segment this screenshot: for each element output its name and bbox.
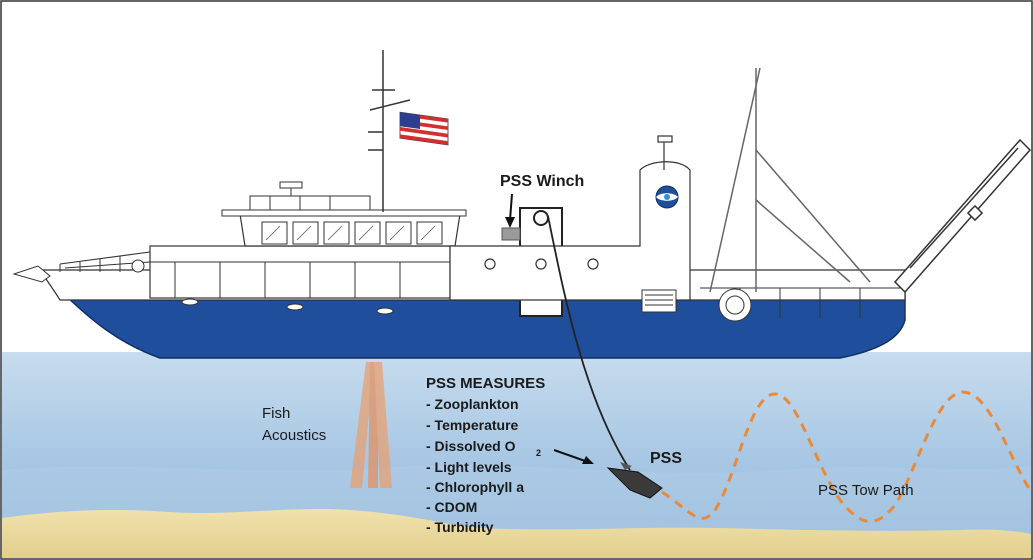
measure-item: - Dissolved O	[426, 438, 516, 454]
pss-winch-label: PSS Winch	[500, 173, 584, 190]
aft-vent-grille	[641, 289, 677, 313]
measure-item: - Turbidity	[426, 519, 494, 535]
noaa-logo-icon	[655, 185, 679, 209]
measure-item: - Chlorophyll a	[426, 479, 524, 495]
window-glare	[265, 225, 436, 241]
measure-item: - Light levels	[426, 459, 512, 475]
pss-tow-path-label: PSS Tow Path	[818, 482, 914, 499]
fish-acoustics-label-line1: Fish	[262, 405, 290, 422]
aft-deckhouse	[449, 161, 691, 301]
deck-railings	[150, 261, 450, 298]
bridge-roof	[221, 209, 467, 217]
stern-a-frame	[893, 138, 1032, 294]
pss-fin	[620, 462, 632, 470]
measure-item: - Temperature	[426, 417, 519, 433]
aft-portholes	[484, 258, 599, 270]
us-flag-icon	[399, 111, 449, 146]
pss-label: PSS	[650, 450, 682, 467]
ship-hull	[56, 287, 906, 359]
main-mast	[368, 50, 411, 212]
main-deckhouse	[149, 245, 451, 299]
stack-mast	[657, 135, 673, 170]
pss-winch-sheave	[533, 210, 549, 226]
seafloor	[2, 509, 1031, 558]
bridge-windows	[261, 221, 443, 245]
pss-tow-path	[661, 390, 1032, 523]
bow-winch	[12, 259, 145, 283]
aft-boom-mast	[709, 67, 871, 293]
pss-winch-drum	[501, 227, 521, 241]
measure-item: - Zooplankton	[426, 396, 519, 412]
winch-pointer	[505, 193, 515, 228]
aft-reel	[718, 288, 752, 322]
pss-measures-title: PSS MEASURES	[426, 375, 545, 392]
acoustic-beams	[350, 362, 392, 488]
hull-portholes	[181, 298, 394, 315]
pointer-arrow	[553, 449, 594, 464]
o2-subscript: 2	[536, 448, 541, 458]
tow-cable	[547, 215, 631, 471]
measure-item: - CDOM	[426, 499, 477, 515]
fish-acoustics-label-line2: Acoustics	[262, 427, 326, 444]
bridge-top	[249, 181, 371, 211]
pss-vehicle	[606, 467, 663, 499]
